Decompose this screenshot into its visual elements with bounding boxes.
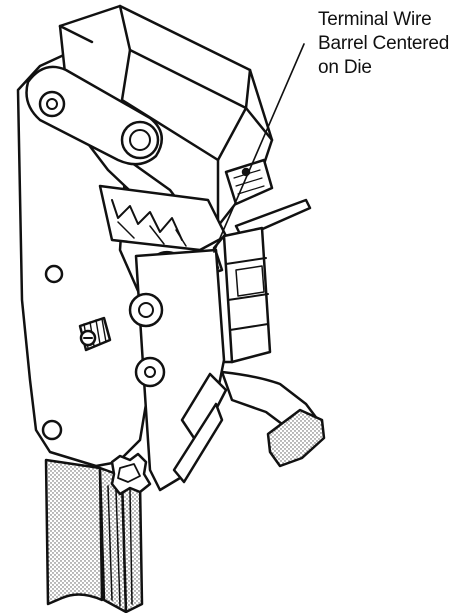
callout-line-3: on Die (318, 57, 372, 78)
callout-line-2: Barrel Centered (318, 33, 450, 54)
die-jaws (98, 158, 274, 252)
lower-handles (44, 458, 144, 613)
star-nut (110, 452, 152, 496)
ratchet-arm (220, 370, 326, 468)
die-head (58, 4, 274, 232)
callout-line-1: Terminal Wire (318, 9, 432, 30)
adjustment-knob (78, 316, 112, 352)
callout-leader (213, 43, 305, 253)
callout-label: Terminal Wire Barrel Centered on Die (318, 8, 468, 80)
pivot-bosses (38, 90, 251, 441)
